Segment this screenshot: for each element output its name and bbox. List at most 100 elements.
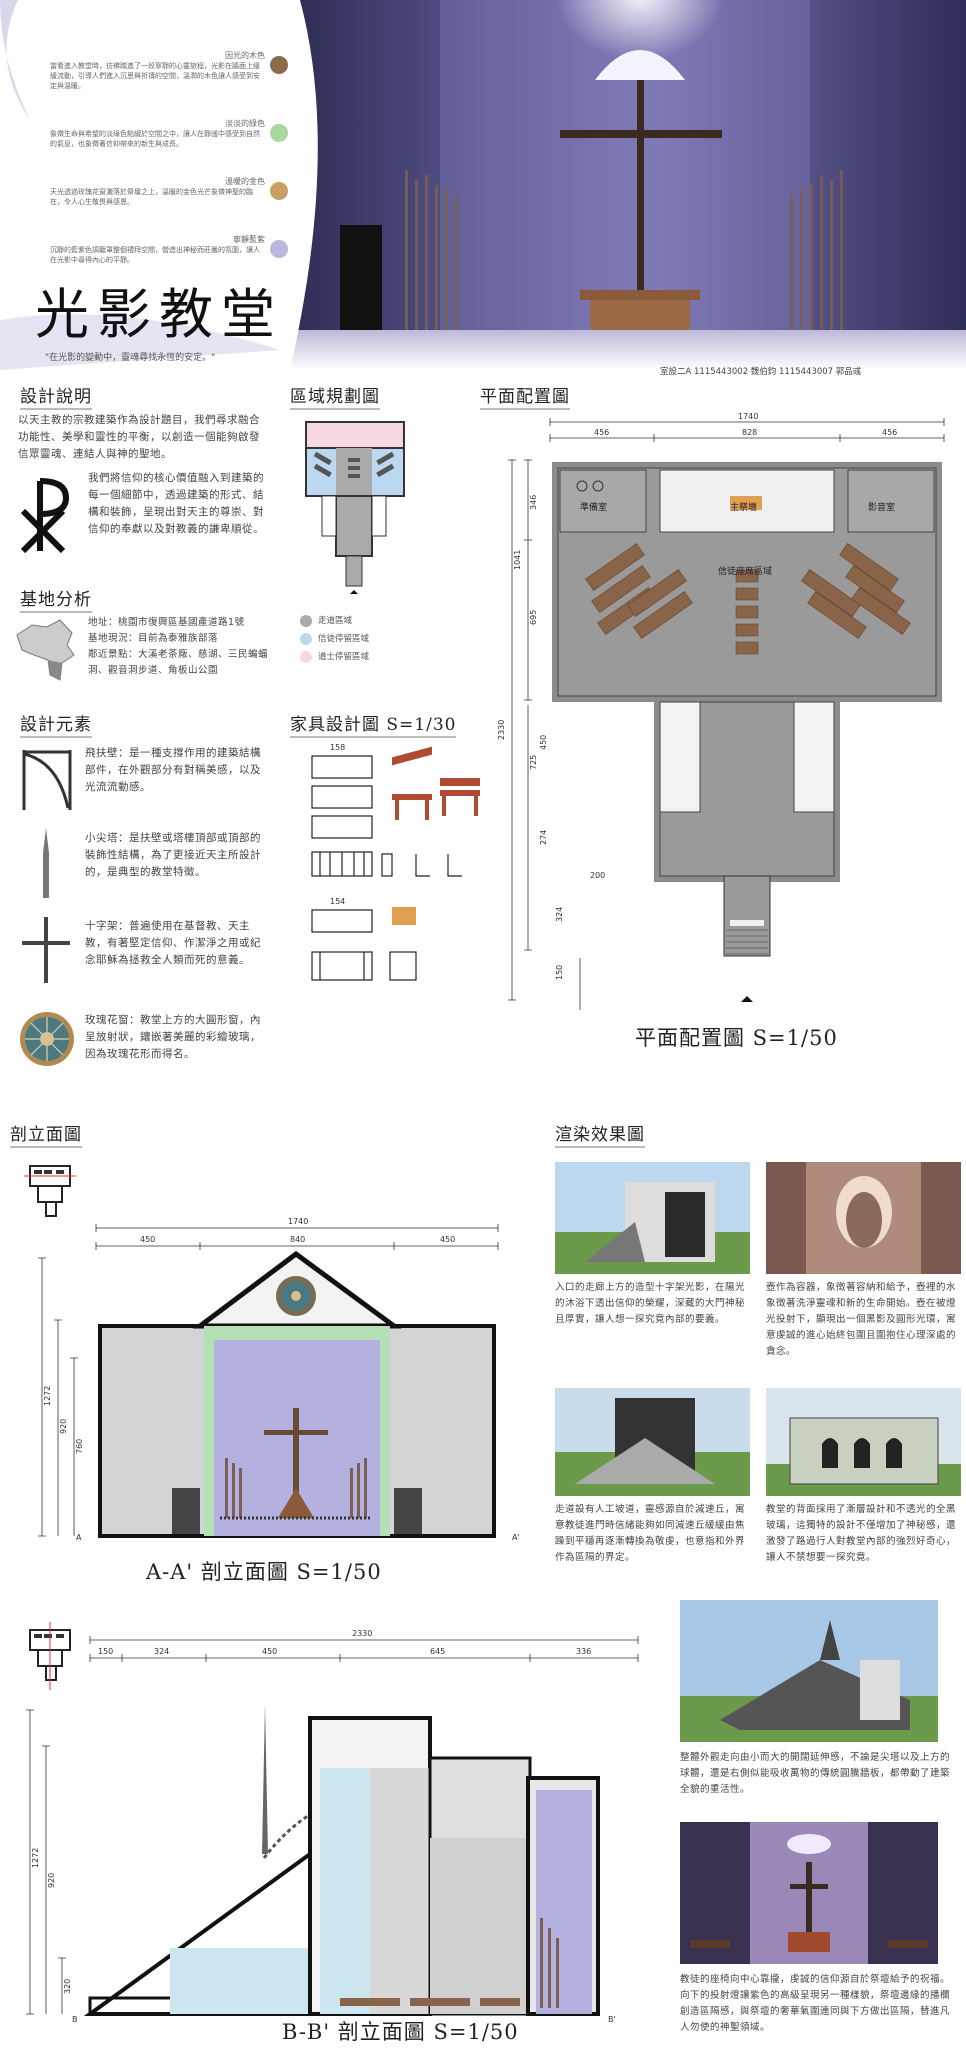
svg-text:450: 450: [262, 1647, 277, 1656]
svg-text:1272: 1272: [31, 1848, 40, 1868]
svg-text:456: 456: [882, 428, 897, 437]
zoning-legend: 走道區域 信徒停留區域 道士停留區域: [300, 612, 369, 666]
keyplan-a: [24, 1165, 76, 1217]
element-rose-text: 玫瑰花窗：教堂上方的大圓形窗，內呈放射狀，鑲嵌著美麗的彩繪玻璃，因為玫瑰花形而得…: [85, 1014, 261, 1060]
svg-text:1740: 1740: [738, 412, 758, 421]
svg-text:1272: 1272: [43, 1386, 52, 1406]
legend-item-believer: 信徒停留區域: [300, 630, 369, 648]
svg-text:645: 645: [430, 1647, 445, 1656]
svg-text:840: 840: [290, 1235, 305, 1244]
svg-text:336: 336: [576, 1647, 591, 1656]
entrance-arrow-icon: [741, 996, 753, 1002]
svg-text:274: 274: [539, 830, 548, 845]
render-interior-image: [680, 1822, 938, 1964]
plan-title: 平面配置圖: [480, 382, 570, 410]
note-3: 溫暖的金色 天光透過玫瑰花窗灑落於祭壇之上，溫暖的金色光芒象徵神聖的臨在，令人心…: [50, 176, 290, 207]
svg-text:324: 324: [154, 1647, 169, 1656]
poster-title: 光影教堂: [35, 283, 283, 346]
furniture-title: 家具設計圖 S=1/30: [290, 710, 457, 738]
element-buttress-text: 飛扶壁：是一種支撐作用的建築結構部件，在外觀部分有對稱美感，以及光流流動感。: [85, 747, 261, 793]
svg-text:346: 346: [529, 495, 538, 510]
site-map: [16, 619, 75, 681]
render-exterior-image: [680, 1600, 938, 1742]
render-text-2: 壺作為容器，象徵著容納和給予，壺裡的水象徵著洗淨靈魂和新的生命開始。壺在被燈光投…: [766, 1282, 957, 1357]
render-text-5: 整體外觀走向由小而大的開闊延伸感，不論是尖塔以及上方的球體，還是右側似能吸收萬物…: [680, 1752, 951, 1795]
site-text: 地址：桃園市復興區基國產道路1號 基地現況：目前為泰雅族部落 鄰近景點：大溪老茶…: [88, 617, 269, 676]
svg-text:725: 725: [529, 755, 538, 770]
rose-window-icon: [20, 1012, 74, 1066]
render-ramp-image: [555, 1388, 750, 1496]
flying-buttress-icon: [22, 750, 72, 810]
note-4: 寧靜藍紫 沉靜的藍紫色調籠罩整個禮拜空間，營造出神秘而莊嚴的氛圍，讓人在光影中尋…: [50, 234, 290, 265]
poster-subtitle: "在光影的變動中，靈魂尋找永恆的安定。": [45, 353, 216, 363]
svg-text:695: 695: [529, 610, 538, 625]
render-text-6: 教徒的座椅向中心靠攏，虔誠的信仰源自於祭壇給予的祝福。向下的投射燈讓紫色的高級呈…: [680, 1974, 951, 2033]
design-desc-text-2: 我們將信仰的核心價值融入到建築的每一個細節中，透過建築的形式、結構和裝飾，呈現出…: [88, 472, 264, 535]
render-text-3: 走道設有人工坡道，靈感源自於減速丘，寓意教徒進門時信緒能夠如同減速丘緩緩由焦躁到…: [555, 1504, 746, 1563]
svg-text:150: 150: [555, 965, 564, 980]
color-dot-purple: [270, 240, 288, 258]
color-dot-wood: [270, 56, 288, 74]
svg-text:1041: 1041: [513, 550, 522, 570]
note-1: 因光的木色 當看進入教堂時，彷彿踏進了一段寧靜的心靈旅程，光影在牆面上緩緩流動，…: [50, 50, 290, 91]
svg-text:2330: 2330: [497, 720, 506, 740]
svg-text:450: 450: [440, 1235, 455, 1244]
section-aa-caption: A-A' 剖立面圖 S=1/50: [146, 1560, 382, 1584]
svg-text:324: 324: [555, 907, 564, 922]
svg-text:1740: 1740: [288, 1217, 308, 1226]
svg-text:828: 828: [742, 428, 757, 437]
svg-text:456: 456: [594, 428, 609, 437]
render-text-1: 入口的走廊上方的造型十字架光影，在陽光的沐浴下透出信仰的榮耀，深藏的大門神秘且厚…: [555, 1282, 746, 1325]
legend-item-corridor: 走道區域: [300, 612, 369, 630]
credits: 室設二A 1115443002 魏伯鈞 1115443007 郭品彧: [660, 367, 862, 377]
floor-plan: 1740 456 828 456 1041 346 695 2330 725 4…: [497, 412, 945, 1010]
design-desc-text-1: 以天主教的宗教建築作為設計題目，我們尋求融合功能性、美學和靈性的平衡，以創造一個…: [18, 414, 260, 460]
svg-text:920: 920: [47, 1873, 56, 1888]
section-bb-caption: B-B' 剖立面圖 S=1/50: [282, 2020, 519, 2044]
zoning-title: 區域規劃圖: [290, 382, 380, 410]
keyplan-b: [29, 1622, 71, 1690]
pinnacle-icon: [43, 828, 49, 898]
note-2: 淡淡的綠色 象徵生命與希望的淡綠色點綴於空間之中，讓人在靜謐中感受到自然的氣息，…: [50, 118, 290, 149]
hero-rendering: [0, 0, 966, 370]
site-title: 基地分析: [20, 585, 92, 613]
section-aa-drawing: 1740 450 840 450 1272 920 760 A A': [24, 1165, 520, 1542]
svg-text:2330: 2330: [352, 1629, 372, 1638]
svg-text:154: 154: [330, 897, 345, 906]
rose-window-light: [595, 50, 685, 80]
pinnacle-section-icon: [262, 1704, 268, 1854]
section-bb-drawing: 2330 150 324 450 645 336 1272 920 320 B …: [26, 1622, 639, 2024]
chi-rho-icon: [20, 478, 70, 554]
design-desc-title: 設計說明: [20, 382, 92, 410]
cross-icon: [637, 80, 644, 290]
render-back-image: [766, 1388, 961, 1496]
svg-text:158: 158: [330, 743, 345, 752]
render-vase-image: [766, 1162, 961, 1274]
svg-text:150: 150: [98, 1647, 113, 1656]
furniture-drawings: 158 154: [311, 743, 480, 981]
section-title: 剖立面圖: [10, 1120, 82, 1148]
render-title: 渲染效果圖: [555, 1120, 645, 1148]
elements-title: 設計元素: [20, 710, 92, 738]
plan-caption: 平面配置圖 S=1/50: [635, 1026, 838, 1050]
svg-text:A': A': [512, 1533, 520, 1542]
render-entrance-image: [555, 1162, 750, 1274]
svg-text:450: 450: [539, 735, 548, 750]
svg-text:B: B: [72, 2015, 78, 2024]
svg-text:200: 200: [590, 871, 605, 880]
cross-element-icon: [22, 917, 70, 983]
color-dot-green: [270, 124, 288, 142]
svg-text:A: A: [76, 1533, 82, 1542]
svg-text:B': B': [608, 2015, 616, 2024]
svg-text:760: 760: [75, 1439, 84, 1454]
svg-text:920: 920: [59, 1419, 68, 1434]
legend-item-clergy: 道士停留區域: [300, 648, 369, 666]
color-dot-gold: [270, 182, 288, 200]
render-text-4: 教堂的背面採用了漸層設計和不透光的全黑玻璃，這獨特的設計不僅增加了神秘感，還激發…: [766, 1504, 957, 1563]
zoning-diagram: [305, 421, 405, 594]
element-cross-text: 十字架：普遍使用在基督教、天主教，有著堅定信仰、作潔淨之用或紀念耶穌為拯救全人類…: [85, 920, 261, 966]
svg-text:450: 450: [140, 1235, 155, 1244]
svg-text:320: 320: [63, 1979, 72, 1994]
element-pinnacle-text: 小尖塔：是扶壁或塔樓頂部或頂部的裝飾性結構，為了更接近天主所設計的，是典型的教堂…: [85, 832, 261, 878]
